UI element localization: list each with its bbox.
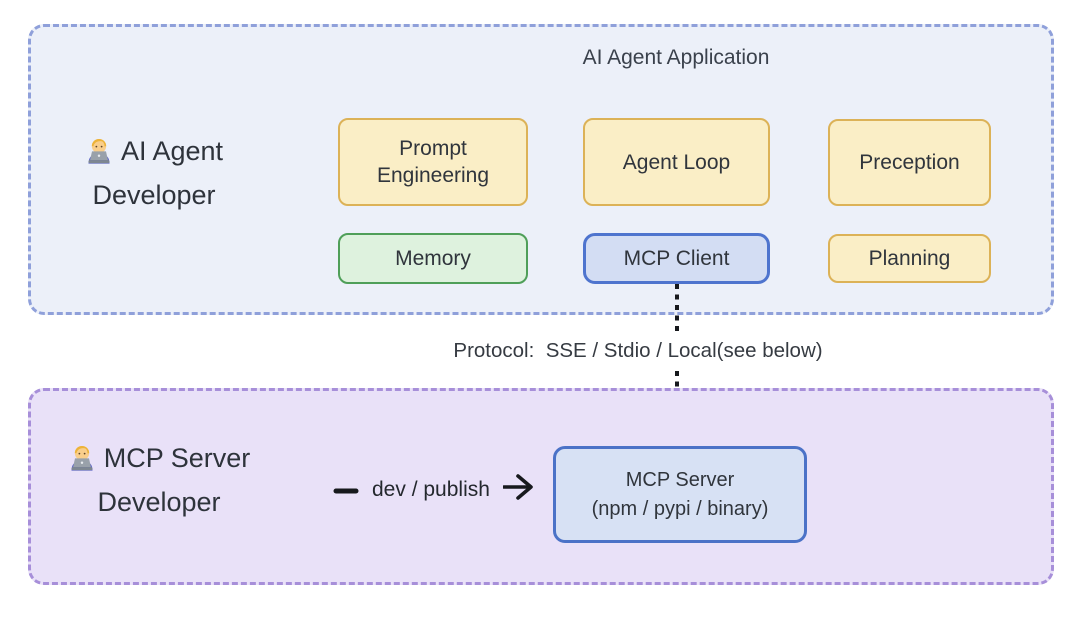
mcp-client-box: MCP Client	[583, 233, 770, 284]
right-arrow-icon	[502, 473, 535, 507]
dev-publish-connector: dev / publish	[333, 472, 535, 508]
mcp-server-developer-label: MCP Server Developer	[45, 438, 273, 522]
preception-box: Preception	[828, 119, 991, 206]
ai-agent-developer-line2: Developer	[92, 180, 216, 210]
ai-agent-developer-label: AI Agent Developer	[40, 131, 268, 215]
dev-publish-label: dev / publish	[372, 478, 490, 501]
technologist-emoji-icon	[85, 135, 113, 175]
mcp-server-developer-line1: MCP Server	[45, 438, 273, 482]
mcp-server-developer-line2: Developer	[97, 487, 221, 517]
ai-agent-application-title: AI Agent Application	[582, 46, 770, 69]
memory-box: Memory	[338, 233, 528, 284]
ai-agent-developer-line1: AI Agent	[40, 131, 268, 175]
agent-loop-box: Agent Loop	[583, 118, 770, 206]
prompt-engineering-box: Prompt Engineering	[338, 118, 528, 206]
technologist-emoji-icon	[68, 442, 96, 482]
mcp-server-box: MCP Server (npm / pypi / binary)	[553, 446, 807, 543]
line-start-dash-icon	[333, 478, 359, 502]
planning-box: Planning	[828, 234, 991, 283]
protocol-label: Protocol: SSE / Stdio / Local(see below)	[453, 339, 823, 362]
mcp-server-developer-panel	[28, 388, 1054, 585]
